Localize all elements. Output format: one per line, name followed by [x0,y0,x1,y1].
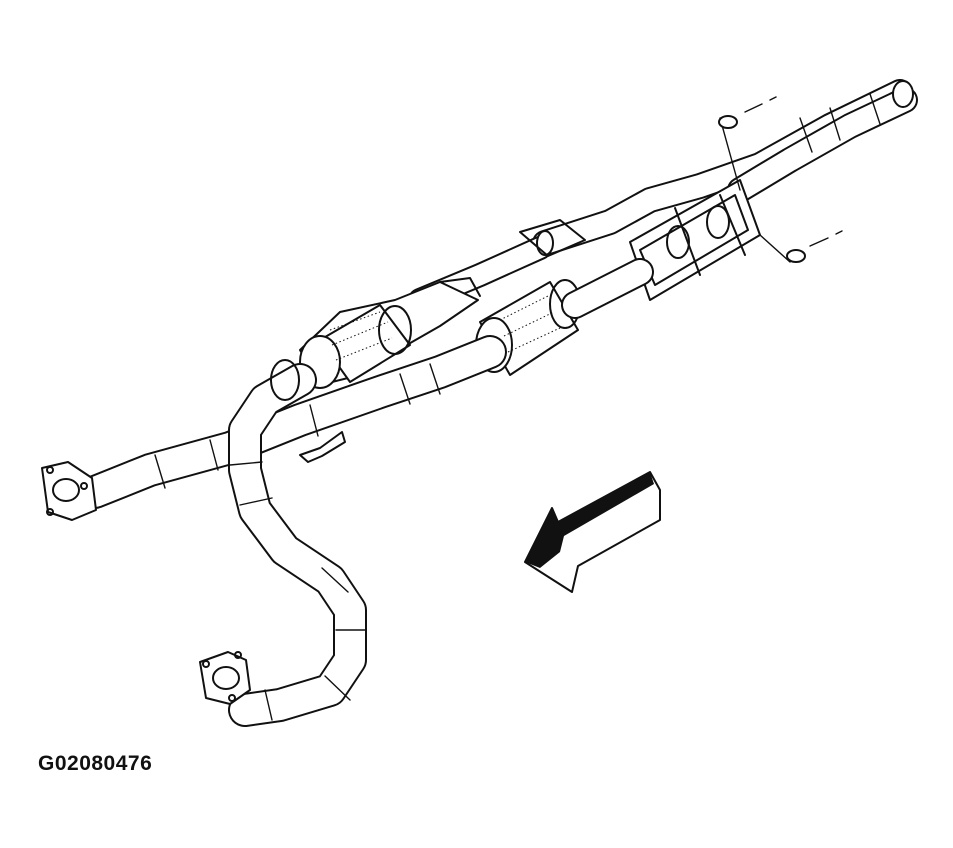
front-direction-arrow [524,471,661,593]
front-exhaust-pipe-left-flange [41,461,97,521]
outlet-flange-gasket [629,117,791,301]
figure-id-label: G02080476 [38,752,153,775]
mounting-nut-lower [786,230,843,263]
rear-pipe-assembly [408,79,918,312]
front-exhaust-pipe-right-flange [199,651,251,705]
front-exhaust-pipe-left [78,335,507,509]
front-exhaust-pipe-right [228,359,367,727]
rear-pipe-end [892,80,914,108]
mounting-nut-upper [718,96,777,129]
